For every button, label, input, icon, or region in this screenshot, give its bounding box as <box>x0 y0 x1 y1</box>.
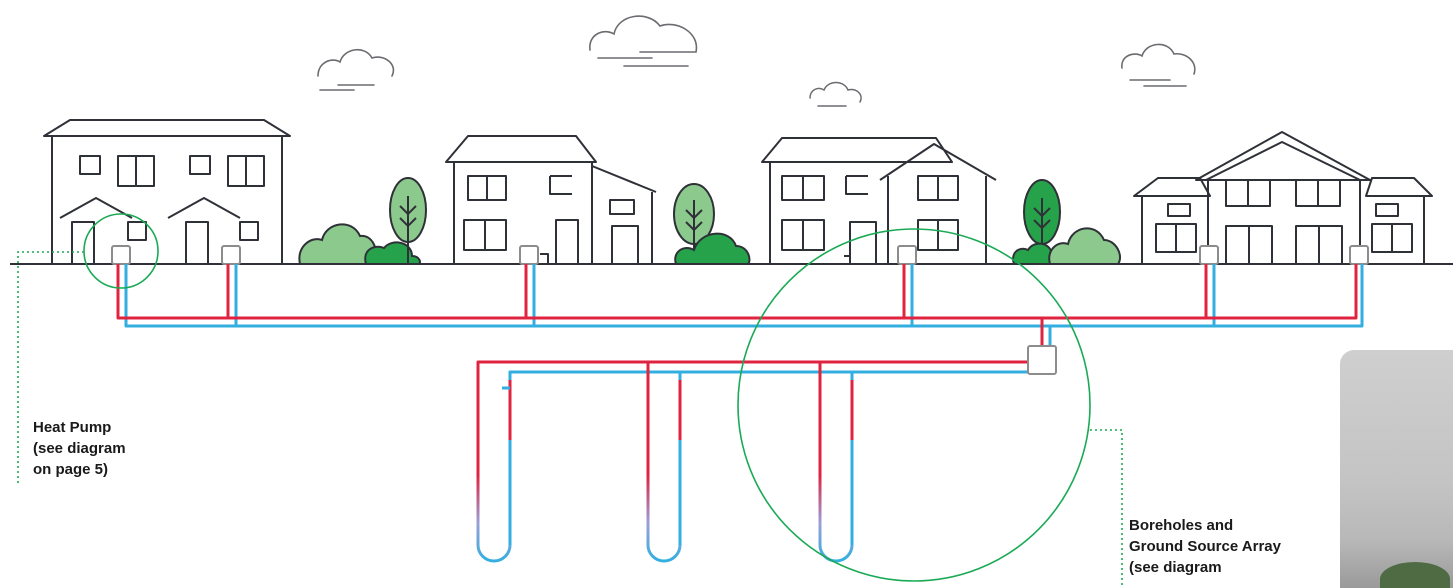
heat-pump-unit-icon <box>520 246 538 264</box>
house-icon <box>762 138 996 264</box>
heat-pump-label-line: (see diagram <box>33 438 126 459</box>
heat-pump-label-line: on page 5) <box>33 459 126 480</box>
ground-loop-headers <box>478 362 1028 390</box>
borehole-loop <box>478 370 510 561</box>
boreholes-label-line: (see diagram <box>1129 557 1281 578</box>
heat-pump-unit-icon <box>898 246 916 264</box>
heat-pump-label: Heat Pump (see diagram on page 5) <box>33 417 126 480</box>
boreholes-label-line: Ground Source Array <box>1129 536 1281 557</box>
photo-image <box>1340 350 1453 588</box>
cloud-icon <box>318 50 393 90</box>
ground-array-highlight <box>738 229 1090 581</box>
boreholes-label-line: Boreholes and <box>1129 515 1281 536</box>
borehole-loop <box>648 370 680 561</box>
ground-array-leader <box>1090 430 1122 588</box>
heat-pump-label-line: Heat Pump <box>33 417 126 438</box>
house-icon <box>44 120 290 264</box>
manifold-icon <box>1028 346 1056 374</box>
cloud-icon <box>810 83 861 107</box>
house-icon <box>1134 132 1432 264</box>
photo-foliage <box>1380 562 1450 588</box>
cloud-icon <box>1122 44 1195 86</box>
heat-pump-unit-icon <box>112 246 240 264</box>
borehole-return-legs <box>510 440 852 545</box>
cloud-icon <box>590 16 697 66</box>
house-icon <box>446 136 656 264</box>
boreholes-label: Boreholes and Ground Source Array (see d… <box>1129 515 1281 578</box>
return-pipe-network <box>126 264 1362 346</box>
borehole-loop <box>820 370 852 561</box>
flow-pipe-network <box>118 264 1356 346</box>
